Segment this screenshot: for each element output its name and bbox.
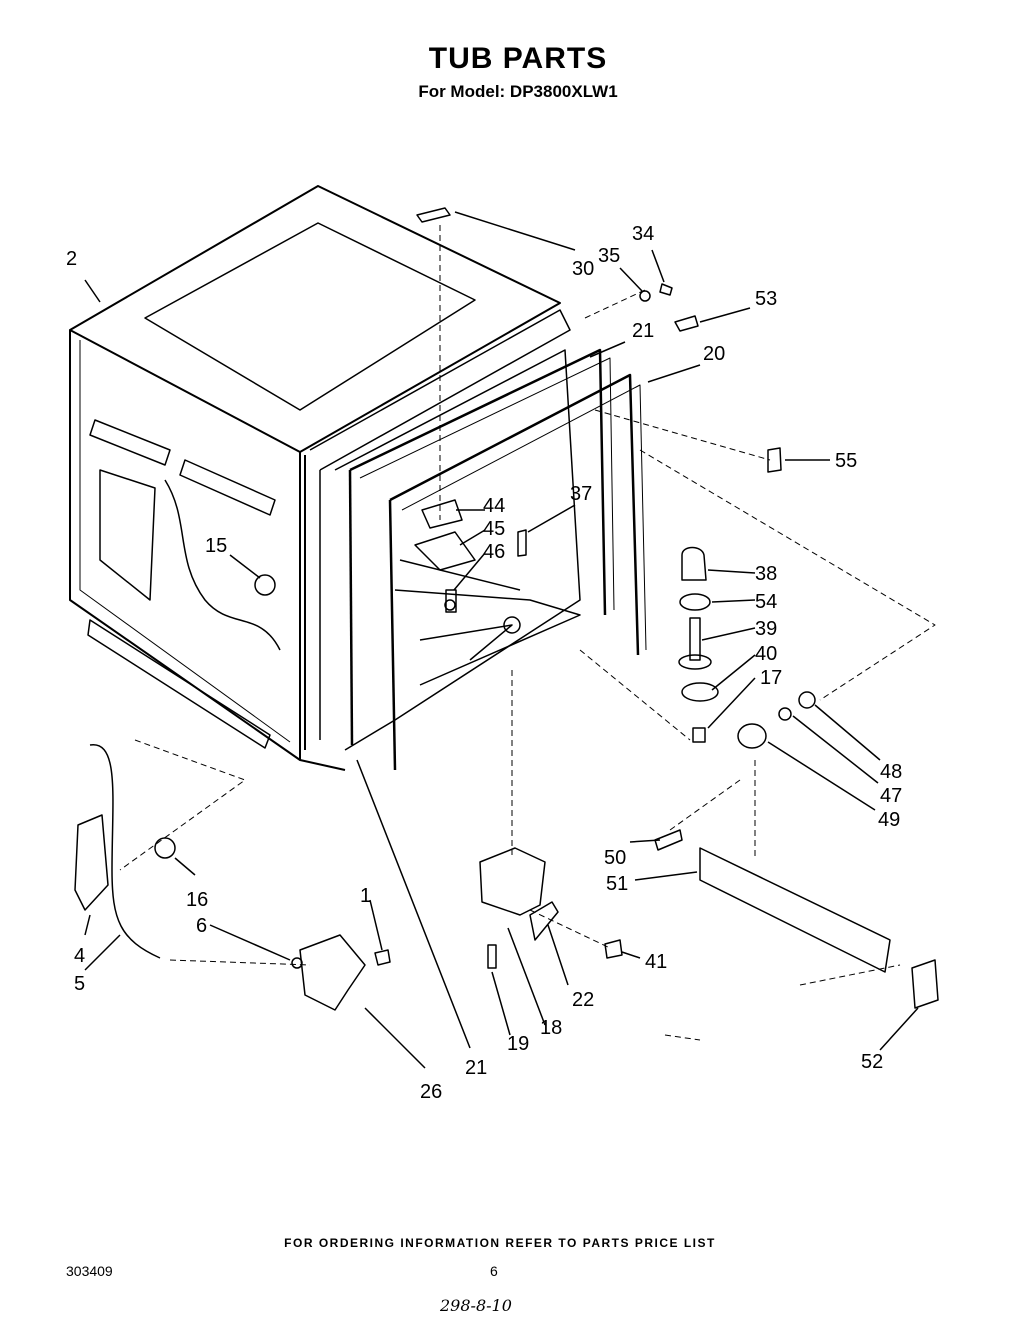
callout-47: 47 — [880, 785, 902, 807]
handwritten-note: 298-8-10 — [440, 1296, 512, 1315]
callout-37: 37 — [570, 483, 592, 505]
callout-38: 38 — [755, 563, 777, 585]
callout-19: 19 — [507, 1033, 529, 1055]
tub-floor — [394, 559, 581, 686]
callout-40: 40 — [755, 643, 777, 665]
leader-lines — [119, 225, 936, 1041]
callout-20: 20 — [703, 343, 725, 365]
door-gasket — [348, 348, 647, 771]
callout-arrows — [84, 211, 919, 1069]
page-title: TUB PARTS — [428, 42, 608, 75]
callout-16: 16 — [186, 889, 208, 911]
model-subtitle: For Model: DP3800XLW1 — [418, 82, 618, 101]
callout-55: 55 — [835, 450, 857, 472]
callout-5: 5 — [74, 973, 85, 995]
callout-22: 22 — [572, 989, 594, 1011]
tub-outline — [69, 185, 581, 771]
callout-30: 30 — [572, 258, 594, 280]
callout-54: 54 — [755, 591, 777, 613]
callout-50: 50 — [604, 847, 626, 869]
small-parts — [74, 207, 939, 1011]
callout-26: 26 — [420, 1081, 442, 1103]
callout-45: 45 — [483, 518, 505, 540]
callout-53: 53 — [755, 288, 777, 310]
callout-49: 49 — [878, 809, 900, 831]
callout-46: 46 — [483, 541, 505, 563]
callout-34: 34 — [632, 223, 654, 245]
callout-15: 15 — [205, 535, 227, 557]
callout-48: 48 — [880, 761, 902, 783]
callout-1: 1 — [360, 885, 371, 907]
callout-21-bottom: 21 — [465, 1057, 487, 1079]
callout-51: 51 — [606, 873, 628, 895]
page-number: 6 — [490, 1263, 498, 1279]
callout-52: 52 — [861, 1051, 883, 1073]
callout-18: 18 — [540, 1017, 562, 1039]
callout-2: 2 — [66, 248, 77, 270]
callout-4: 4 — [74, 945, 85, 967]
document-number: 303409 — [66, 1263, 113, 1279]
callout-44: 44 — [483, 495, 505, 517]
ordering-note: FOR ORDERING INFORMATION REFER TO PARTS … — [284, 1236, 716, 1250]
callout-17: 17 — [760, 667, 782, 689]
callout-39: 39 — [755, 618, 777, 640]
callout-41: 41 — [645, 951, 667, 973]
callout-6: 6 — [196, 915, 207, 937]
callout-35: 35 — [598, 245, 620, 267]
callout-21-top: 21 — [632, 320, 654, 342]
callout-labels: 2 30 35 34 53 21 20 55 44 45 46 37 15 38… — [66, 223, 902, 1103]
